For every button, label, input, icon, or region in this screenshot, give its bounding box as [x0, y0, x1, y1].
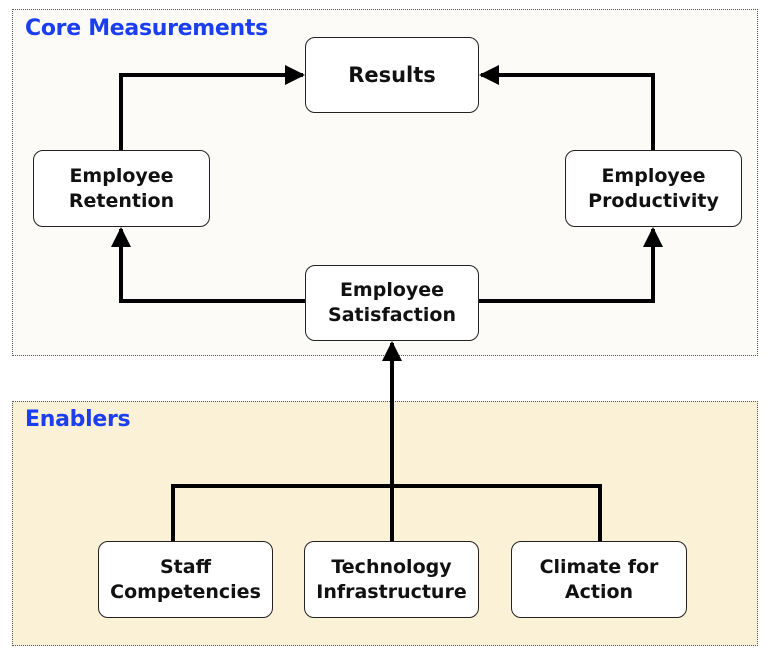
- climate-for-action-label: Climate for Action: [539, 555, 659, 603]
- employee-retention-node: Employee Retention: [33, 150, 210, 227]
- employee-satisfaction-node: Employee Satisfaction: [305, 265, 479, 341]
- arrow-productivity-to-results: [479, 65, 655, 150]
- enablers-bus-connector: [171, 484, 602, 541]
- technology-infrastructure-label: Technology Infrastructure: [316, 555, 467, 603]
- staff-competencies-node: Staff Competencies: [98, 541, 273, 618]
- employee-retention-label: Employee Retention: [68, 164, 175, 212]
- staff-competencies-label: Staff Competencies: [110, 555, 261, 603]
- employee-productivity-label: Employee Productivity: [588, 164, 719, 212]
- results-node: Results: [305, 37, 479, 113]
- results-label: Results: [348, 62, 436, 87]
- core-measurements-title: Core Measurements: [25, 16, 268, 41]
- enablers-title: Enablers: [25, 407, 131, 432]
- arrow-retention-to-results: [119, 65, 305, 150]
- arrow-satisfaction-to-retention: [111, 227, 305, 303]
- employee-productivity-node: Employee Productivity: [565, 150, 742, 227]
- arrow-satisfaction-to-productivity: [479, 227, 663, 303]
- technology-infrastructure-node: Technology Infrastructure: [304, 541, 479, 618]
- climate-for-action-node: Climate for Action: [511, 541, 687, 618]
- employee-satisfaction-label: Employee Satisfaction: [328, 279, 456, 326]
